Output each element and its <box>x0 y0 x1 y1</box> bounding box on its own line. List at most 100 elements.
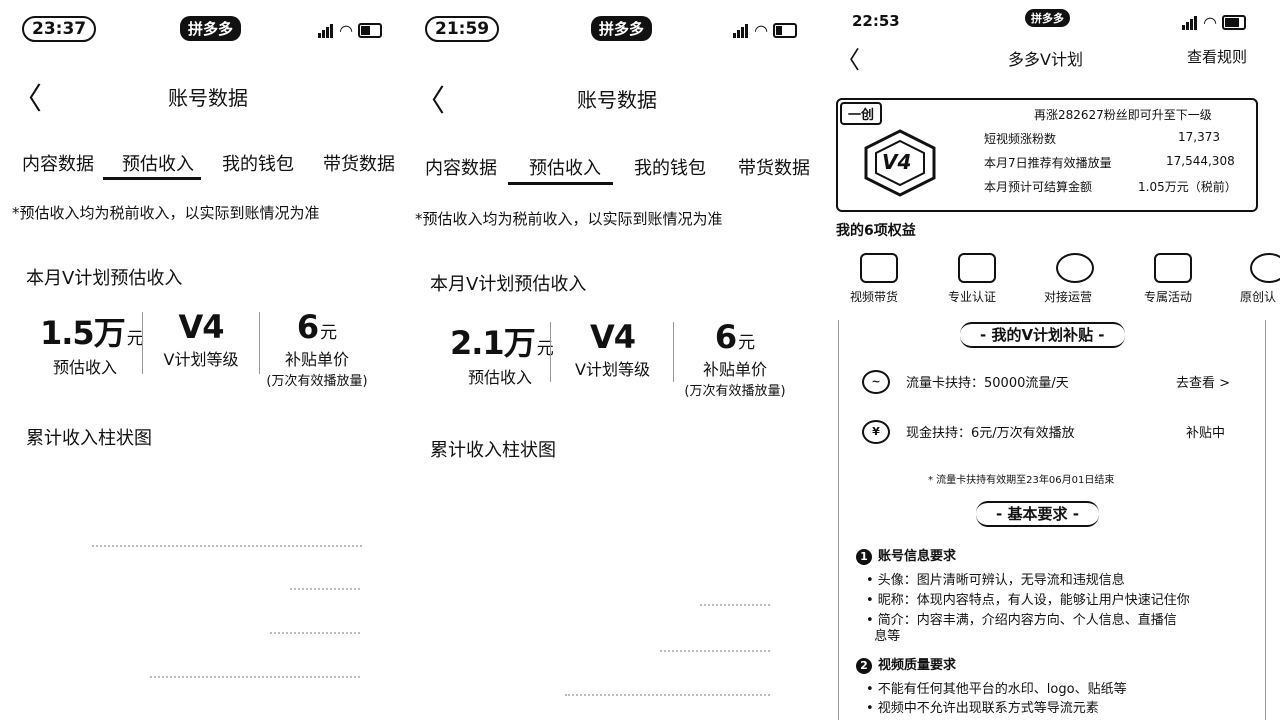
wifi-icon: ◠ <box>754 21 769 40</box>
tab-estimated-income[interactable]: 预估收入 <box>529 158 601 179</box>
chart-gridline <box>660 650 770 654</box>
status-time: 23:37 <box>22 16 97 42</box>
app-badge: 拼多多 <box>180 16 242 41</box>
wifi-icon: ◠ <box>1203 13 1218 32</box>
subsidy-status: 补贴中 <box>1186 426 1226 441</box>
requirement-item: • 简介：内容丰满，介绍内容方向、个人信息、直播信 <box>866 613 1177 628</box>
tab-active-indicator <box>103 177 201 180</box>
requirement-item: • 头像：图片清晰可辨认，无导流和违规信息 <box>866 573 1125 588</box>
divider <box>259 312 260 374</box>
subsidy-text: 现金扶持：6元/万次有效播放 <box>906 426 1075 441</box>
stat-income: 2.1万元 预估收入 <box>450 324 554 387</box>
metric-value: 17,373 <box>1178 130 1220 144</box>
status-time: 22:53 <box>852 12 900 30</box>
tab-sales-data[interactable]: 带货数据 <box>738 158 810 179</box>
subsidy-text: 流量卡扶持：50000流量/天 <box>906 376 1069 391</box>
battery-icon <box>1222 15 1247 30</box>
benefit-label[interactable]: 专属活动 <box>1144 290 1193 304</box>
view-traffic-link[interactable]: 去查看 > <box>1176 376 1231 391</box>
chart-gridline <box>290 588 360 592</box>
page-title: 账号数据 <box>577 88 657 112</box>
benefit-label[interactable]: 原创认 <box>1240 290 1277 304</box>
benefit-label[interactable]: 视频带货 <box>850 290 899 304</box>
signal-icon <box>1182 15 1198 30</box>
status-icons: ◠ <box>1182 12 1247 32</box>
cash-icon: ¥ <box>862 420 890 444</box>
screen-account-data-1: 23:37 拼多多 ◠ 〈 账号数据 内容数据 预估收入 我的钱包 带货数据 *… <box>0 0 400 720</box>
traffic-card-icon: ~ <box>862 370 890 394</box>
back-button[interactable]: 〈 <box>12 82 42 117</box>
video-sales-icon[interactable] <box>860 253 898 283</box>
level-card: 一创 再涨282627粉丝即可升至下一级 V4 短视频涨粉数 17,373 本月… <box>836 98 1258 212</box>
tab-my-wallet[interactable]: 我的钱包 <box>634 158 706 179</box>
subsidy-note: * 流量卡扶持有效期至23年06月01日结束 <box>928 475 1115 486</box>
level-hexagon-icon: V4 <box>862 128 936 197</box>
wifi-icon: ◠ <box>339 21 354 40</box>
screen-v-plan: 22:53 拼多多 ◠ 〈 多多V计划 查看规则 一创 再涨282627粉丝即可… <box>830 0 1280 720</box>
app-badge: 拼多多 <box>591 16 653 41</box>
tab-estimated-income[interactable]: 预估收入 <box>122 154 194 175</box>
tab-sales-data[interactable]: 带货数据 <box>323 154 395 175</box>
metric-label: 本月7日推荐有效播放量 <box>984 156 1112 170</box>
requirement-item: • 视频中不允许出现联系方式等导流元素 <box>866 701 1099 716</box>
divider <box>550 322 551 382</box>
requirements-panel <box>838 500 1266 720</box>
status-icons: ◠ <box>733 20 798 40</box>
benefit-label[interactable]: 专业认证 <box>948 290 997 304</box>
benefit-label[interactable]: 对接运营 <box>1044 290 1093 304</box>
metric-label: 短视频涨粉数 <box>984 132 1057 146</box>
back-button[interactable]: 〈 <box>415 84 445 119</box>
status-icons: ◠ <box>318 20 383 40</box>
page-title: 账号数据 <box>168 86 248 110</box>
metric-value: 1.05万元（税前） <box>1138 180 1237 194</box>
chart-gridline <box>150 676 360 680</box>
tab-content-data[interactable]: 内容数据 <box>425 158 497 179</box>
metric-label: 本月预计可结算金额 <box>984 180 1093 194</box>
requirement-item: • 不能有任何其他平台的水印、logo、贴纸等 <box>866 682 1127 697</box>
stat-level: V4 V计划等级 <box>575 318 650 379</box>
original-icon[interactable] <box>1250 253 1280 283</box>
section-title: 本月V计划预估收入 <box>430 274 587 295</box>
activity-icon[interactable] <box>1154 253 1192 283</box>
certification-icon[interactable] <box>958 253 996 283</box>
operation-icon[interactable] <box>1056 253 1094 283</box>
section-title: 本月V计划预估收入 <box>26 268 183 289</box>
screen-account-data-2: 21:59 拼多多 ◠ 〈 账号数据 内容数据 预估收入 我的钱包 带货数据 *… <box>405 0 825 720</box>
metric-value: 17,544,308 <box>1166 154 1235 168</box>
divider <box>673 322 674 382</box>
level-mark: V4 <box>882 150 912 174</box>
battery-icon <box>773 23 798 38</box>
benefits-title: 我的6项权益 <box>836 223 916 239</box>
chart-gridline <box>565 694 770 698</box>
chart-gridline <box>700 604 770 608</box>
status-time: 21:59 <box>425 16 500 42</box>
back-button[interactable]: 〈 <box>836 46 860 74</box>
subsidy-panel <box>838 320 1266 500</box>
stat-income: 1.5万元 预估收入 <box>40 314 144 377</box>
signal-icon <box>733 23 749 38</box>
battery-icon <box>358 23 383 38</box>
divider <box>142 312 143 374</box>
tab-my-wallet[interactable]: 我的钱包 <box>222 154 294 175</box>
tax-note: *预估收入均为税前收入，以实际到账情况为准 <box>415 210 723 228</box>
chart-gridline <box>270 632 360 636</box>
chart-gridline <box>92 545 362 549</box>
subsidy-title: - 我的V计划补贴 - <box>960 322 1125 348</box>
status-bar: 23:37 <box>22 16 97 42</box>
requirement-item: • 昵称：体现内容特点，有人设，能够让用户快速记住你 <box>866 593 1190 608</box>
requirements-title: - 基本要求 - <box>976 501 1099 527</box>
tab-active-indicator <box>508 182 613 185</box>
upgrade-hint: 再涨282627粉丝即可升至下一级 <box>1034 108 1212 122</box>
chart-title: 累计收入柱状图 <box>26 428 152 449</box>
tax-note: *预估收入均为税前收入，以实际到账情况为准 <box>12 204 320 222</box>
view-rules-link[interactable]: 查看规则 <box>1187 48 1248 66</box>
app-badge: 拼多多 <box>1025 9 1070 27</box>
signal-icon <box>318 23 334 38</box>
badge-tag: 一创 <box>840 102 883 125</box>
tab-content-data[interactable]: 内容数据 <box>22 154 94 175</box>
page-title: 多多V计划 <box>1008 50 1083 69</box>
